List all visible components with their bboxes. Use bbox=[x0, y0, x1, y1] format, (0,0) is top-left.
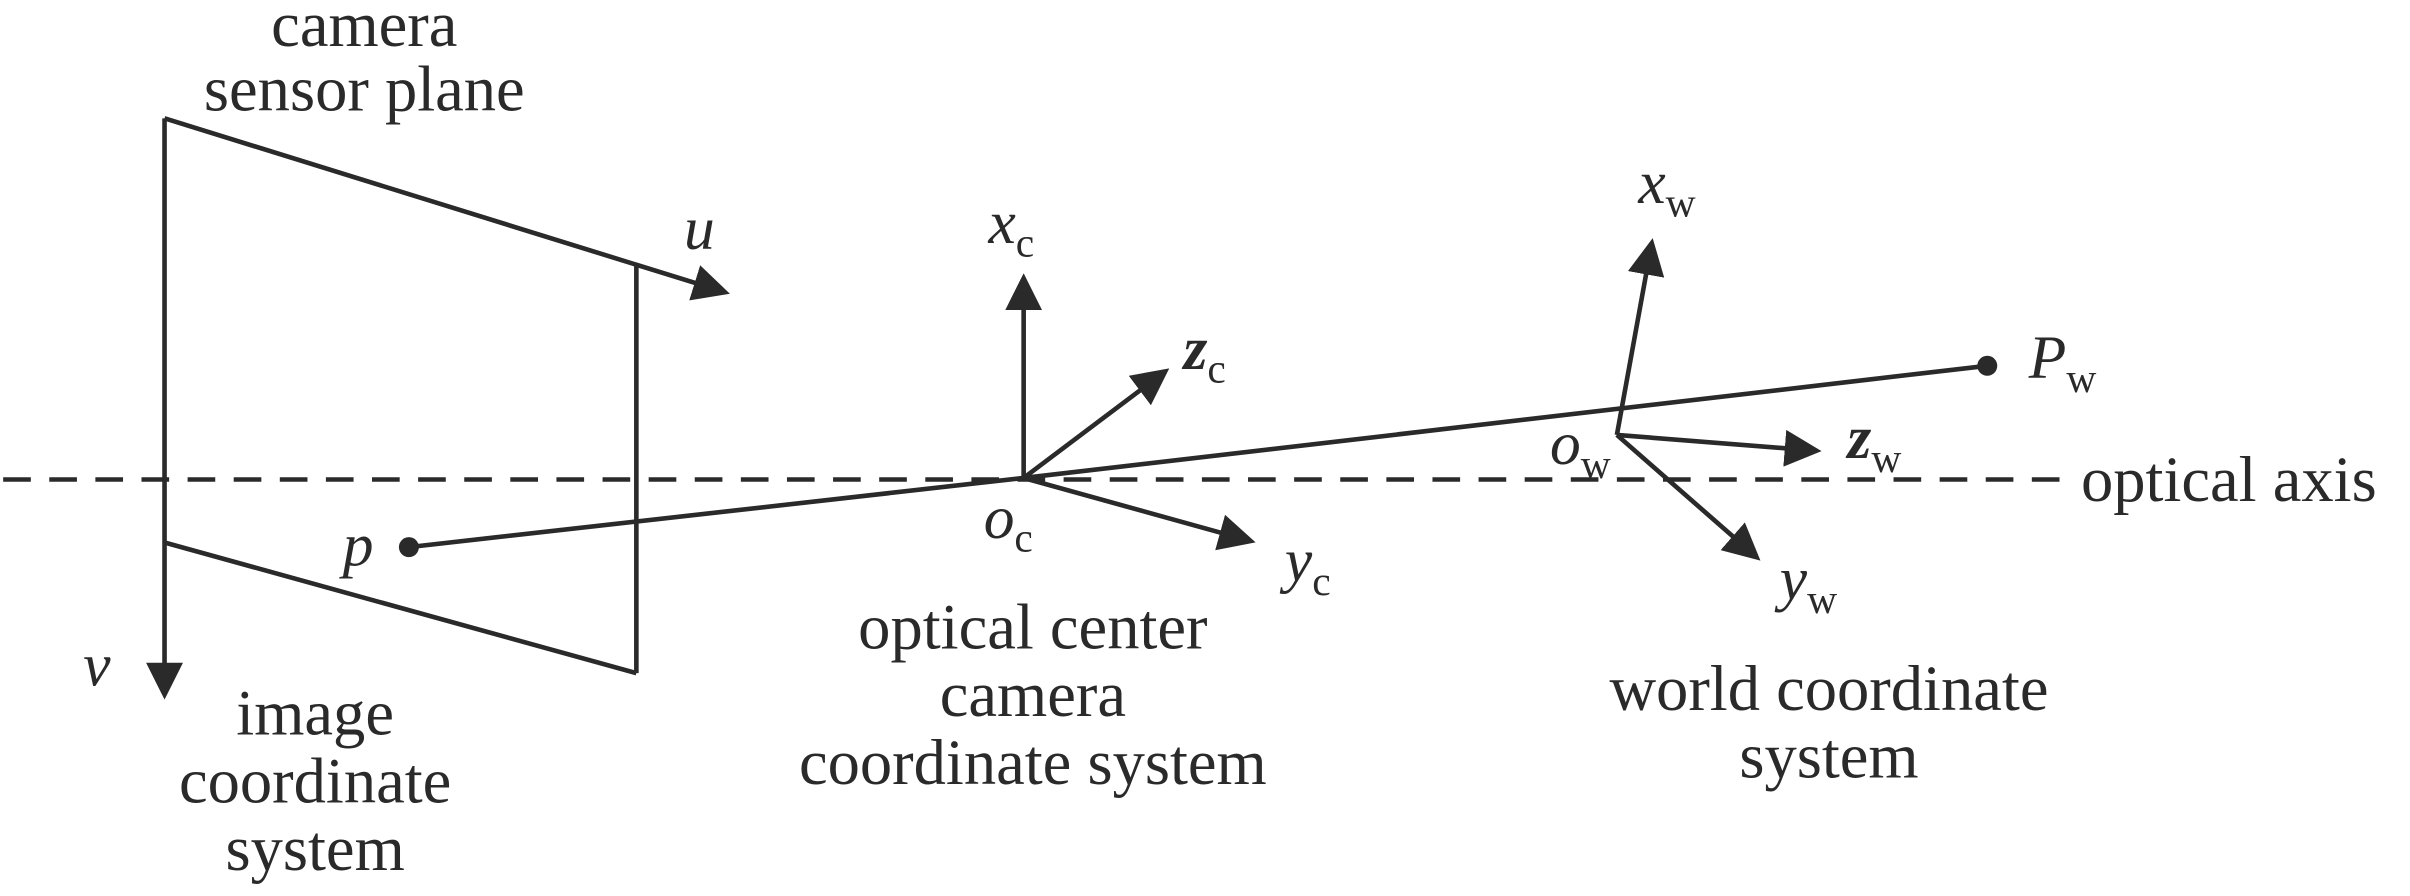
point-pw-dot bbox=[1977, 355, 1998, 376]
camera-y-axis-line bbox=[1023, 475, 1256, 551]
caption-camera-cs-line2: camera bbox=[940, 658, 1126, 730]
world-z-axis-line bbox=[1616, 429, 1822, 467]
world-x-axis-line bbox=[1614, 238, 1665, 436]
caption-camera-cs-line3: coordinate system bbox=[799, 726, 1267, 798]
v-axis-label: v bbox=[83, 631, 111, 699]
projection-ray-p-to-oc bbox=[408, 475, 1024, 550]
u-axis-label: u bbox=[684, 195, 715, 263]
world-origin-label: ow bbox=[1550, 410, 1611, 487]
point-p-dot bbox=[398, 537, 419, 558]
world-y-axis-line bbox=[1615, 433, 1761, 561]
world-z-axis-label: zw bbox=[1845, 404, 1901, 481]
caption-sensor-plane-line2: sensor plane bbox=[204, 53, 525, 125]
camera-z-axis-line bbox=[1022, 368, 1170, 480]
caption-camera-cs-line1: optical center bbox=[858, 591, 1207, 663]
point-p-label: p bbox=[339, 512, 374, 580]
u-axis-line bbox=[163, 116, 730, 301]
camera-x-axis-label: xc bbox=[987, 189, 1034, 266]
optical-axis-label: optical axis bbox=[2081, 443, 2377, 515]
point-pw-label: Pw bbox=[2028, 324, 2097, 401]
caption-image-cs-line1: image bbox=[236, 677, 394, 749]
camera-y-axis-label: yc bbox=[1279, 527, 1331, 604]
camera-origin-label: oc bbox=[984, 484, 1033, 561]
caption-image-cs-line2: coordinate bbox=[179, 744, 451, 816]
caption-world-cs-line2: system bbox=[1739, 720, 1918, 792]
caption-sensor-plane-line1: camera bbox=[271, 0, 457, 60]
caption-image-cs-line3: system bbox=[226, 812, 405, 884]
world-y-axis-label: yw bbox=[1774, 545, 1837, 622]
projection-ray-oc-to-pw bbox=[1023, 363, 1988, 481]
world-x-axis-label: xw bbox=[1637, 149, 1695, 226]
sensor-plane-bottom-edge bbox=[163, 540, 637, 676]
caption-world-cs-line1: world coordinate bbox=[1609, 652, 2048, 724]
camera-z-axis-label: zc bbox=[1181, 315, 1225, 392]
